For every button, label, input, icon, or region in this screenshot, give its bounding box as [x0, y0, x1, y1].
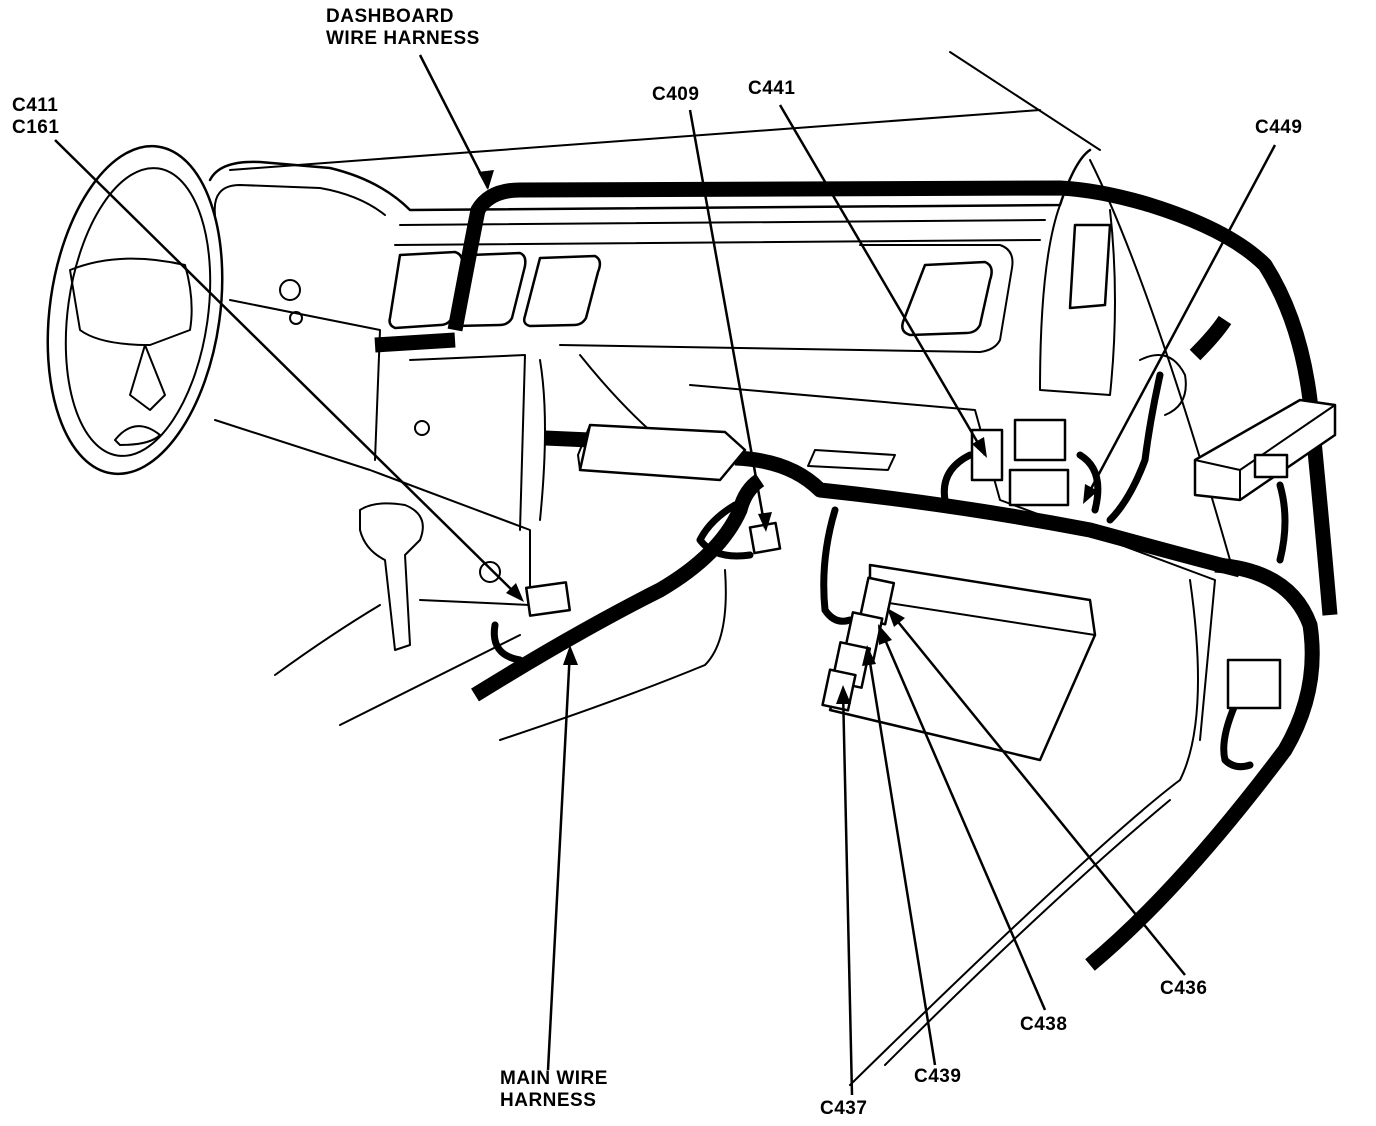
leader-c437: [841, 689, 854, 1096]
connector-c441-c: [1008, 468, 1070, 507]
leader-main-harness: [546, 649, 572, 1071]
leader-c438: [878, 627, 1047, 1011]
c441-loop: [940, 451, 1102, 514]
dash-top-outline: [208, 148, 1092, 212]
leader-c439: [866, 649, 937, 1066]
module-right: [1193, 398, 1337, 502]
leader-c449: [1083, 144, 1277, 501]
glovebox-outline: [689, 384, 1216, 741]
passenger-lower: [849, 579, 1199, 1086]
main-harness-branch-1: [696, 501, 754, 560]
label-c411-c161: C411 C161: [12, 95, 59, 139]
main-harness-branch-5: [1276, 481, 1289, 564]
arrow-c441: [972, 437, 987, 458]
label-c411: C411: [12, 95, 59, 116]
arrow-c437: [836, 685, 851, 704]
label-main-line-2: HARNESS: [500, 1090, 597, 1111]
label-c436: C436: [1160, 978, 1208, 999]
main-harness-branch-6: [1220, 701, 1254, 771]
leader-c409: [688, 109, 767, 529]
label-dashboard-line-1: DASHBOARD: [326, 6, 454, 27]
leader-c441: [778, 104, 987, 456]
vent-center: [522, 254, 602, 328]
connector-c437: [821, 668, 857, 712]
label-c439: C439: [914, 1066, 962, 1087]
connector-c411: [524, 581, 572, 617]
label-c161: C161: [12, 117, 60, 138]
arrow-main-harness: [563, 645, 578, 665]
arrow-c438: [878, 624, 892, 645]
connector-c441-b: [1013, 418, 1067, 462]
leader-c436: [889, 611, 1186, 976]
dashboard-harness: [447, 180, 1338, 616]
label-dashboard-wire-harness: DASHBOARD WIRE HARNESS: [326, 6, 480, 50]
label-c437: C437: [820, 1098, 868, 1119]
floor-line-1: [274, 604, 381, 676]
knee-panel-top: [229, 299, 381, 461]
center-panel-curve: [539, 359, 546, 521]
main-harness-branch-4: [1106, 371, 1164, 524]
label-main-line-1: MAIN WIRE: [500, 1068, 608, 1089]
knob-4: [479, 561, 501, 583]
pillar-right: [1039, 204, 1116, 396]
knee-panel: [214, 419, 531, 606]
c449-loop: [1139, 354, 1187, 416]
module-left-edge: [577, 424, 591, 471]
dash-face-line-2: [394, 239, 1041, 246]
dash-face-line: [399, 219, 1046, 226]
arrow-c411: [506, 583, 524, 602]
label-dashboard-line-2: WIRE HARNESS: [326, 28, 480, 49]
label-c438: C438: [1020, 1014, 1068, 1035]
dashboard-harness-left: [1189, 315, 1232, 361]
main-harness-branch-2: [820, 506, 854, 625]
leader-dashboard-harness: [418, 54, 490, 189]
connector-c409: [748, 521, 782, 555]
floor-line-2: [339, 634, 521, 726]
arrow-c436: [887, 608, 905, 627]
main-harness-floor: [471, 473, 765, 702]
arrow-c449: [1083, 484, 1098, 504]
leader-c411: [54, 139, 521, 599]
center-panel-left: [409, 354, 526, 531]
vent-right: [901, 260, 993, 337]
arrow-c409: [758, 512, 772, 532]
steering-hub: [69, 257, 193, 346]
dash-top-inner: [213, 184, 386, 216]
connector-right-lower: [1226, 658, 1282, 710]
steering-spoke: [129, 344, 166, 411]
module-left: [578, 423, 747, 482]
arrow-dashboard-harness: [478, 170, 494, 190]
windshield-line: [229, 109, 1041, 171]
arrow-c439: [862, 645, 876, 666]
knob-1: [414, 420, 430, 436]
steering-wheel-outer: [46, 144, 224, 476]
steering-wheel-inner: [64, 167, 212, 457]
dash-right-bezel: [559, 244, 1014, 353]
main-harness-cross: [544, 430, 1242, 578]
main-harness-branch-3: [490, 621, 524, 664]
knob-3: [289, 311, 303, 325]
label-c449: C449: [1255, 117, 1303, 138]
steering-emblem: [114, 425, 161, 446]
column-cover: [359, 502, 424, 651]
connector-c441-a: [970, 428, 1004, 482]
vent-center-left: [453, 251, 527, 328]
label-c441: C441: [748, 78, 796, 99]
glovebox-handle: [807, 449, 896, 471]
main-harness-right-loop: [1085, 557, 1320, 971]
label-c409: C409: [652, 84, 700, 105]
knob-2: [279, 279, 301, 301]
windshield-edge: [949, 51, 1101, 151]
pillar-window: [1068, 223, 1112, 310]
floor-line-3: [499, 569, 727, 741]
dashboard-harness-drop: [374, 332, 456, 353]
label-main-wire-harness: MAIN WIRE HARNESS: [500, 1068, 608, 1112]
connector-c449: [1253, 453, 1289, 479]
